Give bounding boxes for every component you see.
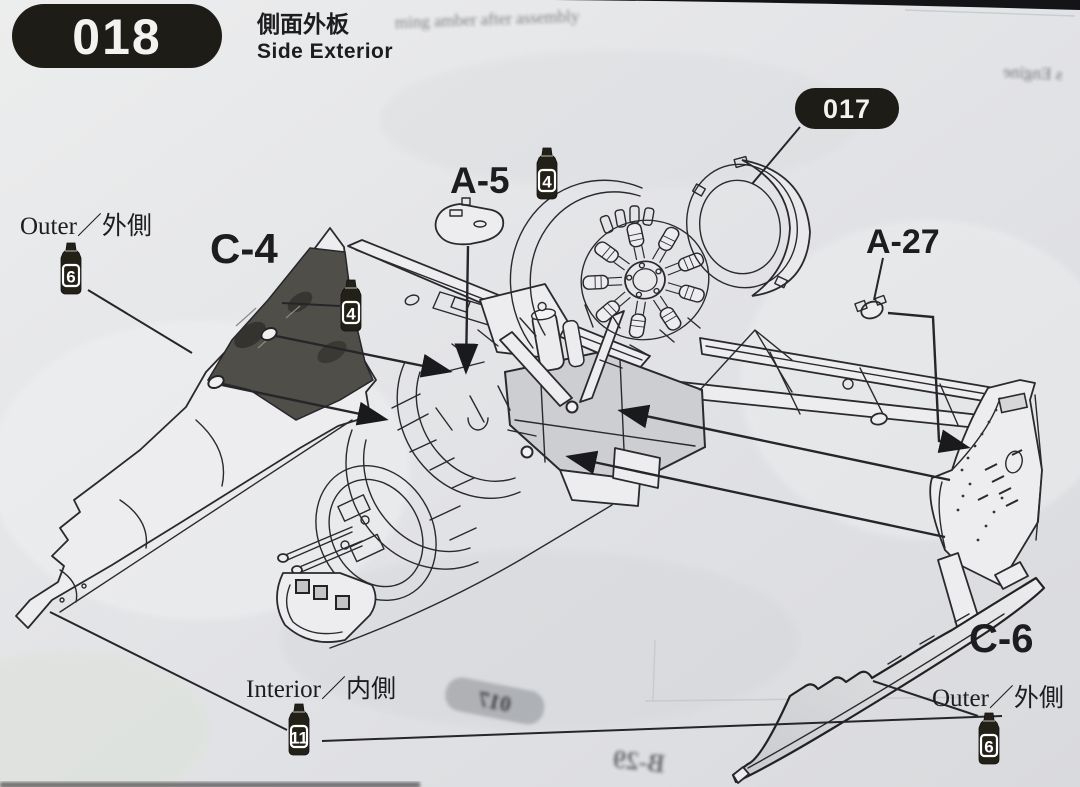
arrow-c6-line2 xyxy=(565,450,946,539)
ghost-badge: 017 xyxy=(445,677,545,725)
paint-bottle-number: 6 xyxy=(66,268,75,287)
part-label-a27: A-27 xyxy=(866,223,940,261)
bleed-through-layer: ming amber after assembly s Engine 017 B… xyxy=(394,7,1076,779)
arrow-c4-peg1 xyxy=(275,334,453,378)
step-badge: 018 xyxy=(12,4,222,68)
arrow-c6-line1 xyxy=(617,404,951,482)
leader-paint4-c4 xyxy=(281,302,341,307)
a5-part-art xyxy=(434,197,505,246)
paint-bottle-number: 6 xyxy=(984,738,993,757)
step-title-en: Side Exterior xyxy=(257,40,393,63)
c6-upper-panel-art xyxy=(929,379,1043,631)
paint-bottle-c4: 4 xyxy=(339,278,363,333)
ref-badge-017: 017 xyxy=(795,88,899,129)
leader-interior-right xyxy=(321,715,1003,742)
arrow-c4-peg2 xyxy=(221,383,389,426)
leader-outer-bottom-right xyxy=(872,680,979,717)
paint-bottle-outer-bottom-right: 6 xyxy=(977,711,1001,766)
paint-bottle-outer-top-left: 6 xyxy=(59,241,83,296)
ref-badge-number: 017 xyxy=(823,94,871,124)
step-number: 018 xyxy=(72,9,161,65)
photo-edge-bottom xyxy=(0,782,420,787)
arrow-a5 xyxy=(454,245,479,375)
callout-lines xyxy=(49,126,1003,742)
leader-017 xyxy=(751,126,801,185)
cowl-ring-art xyxy=(685,155,811,297)
paint-bottle-interior: 11 xyxy=(287,702,311,757)
photo-edge-top xyxy=(555,0,1080,10)
paint-label-outer-top-left: Outer／外側 xyxy=(20,212,152,240)
step-title-jp: 側面外板 xyxy=(256,11,350,37)
c4-panel-art xyxy=(15,227,377,629)
paint-bottle-number: 4 xyxy=(346,305,356,324)
c6-strip-art xyxy=(731,576,1046,784)
arrow-a27 xyxy=(887,311,971,453)
part-label-c6: C-6 xyxy=(969,617,1033,661)
part-label-a5: A-5 xyxy=(450,160,510,201)
leader-a27-label xyxy=(873,257,884,301)
fuselage-art xyxy=(276,283,793,649)
ghost-text-b29: B-29 xyxy=(612,744,667,778)
paint-bottle-number: 4 xyxy=(542,173,552,192)
svg-text:017: 017 xyxy=(476,686,513,717)
ghost-text-top-right: s Engine xyxy=(1003,62,1063,84)
paint-label-interior: Interior／内側 xyxy=(246,675,396,703)
paint-label-outer-bottom-right: Outer／外側 xyxy=(932,684,1064,712)
paint-bottle-number: 11 xyxy=(290,729,308,748)
part-label-c4: C-4 xyxy=(210,225,278,272)
step-title: 側面外板 Side Exterior xyxy=(256,11,393,63)
leader-outer-top-left xyxy=(87,289,193,354)
leader-interior-left xyxy=(49,611,288,731)
engine-art xyxy=(509,179,710,349)
a27-part-art xyxy=(854,294,887,320)
paint-bottle-a5: 4 xyxy=(535,146,559,201)
